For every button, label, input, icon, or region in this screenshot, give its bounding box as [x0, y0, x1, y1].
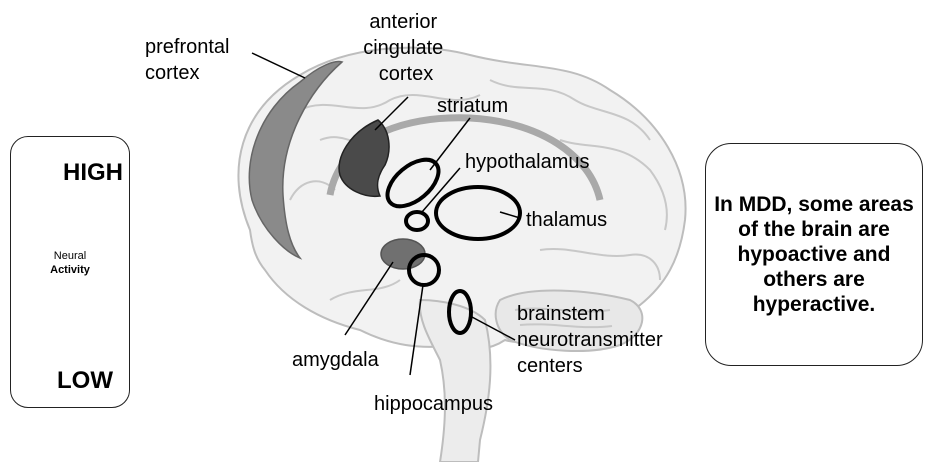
mdd-note-text: In MDD, some areas of the brain are hypo… — [706, 192, 922, 317]
legend-neural-activity: Neural Activity — [11, 249, 129, 277]
legend-neural-label: Neural — [11, 249, 129, 263]
legend-activity-label: Activity — [50, 264, 90, 276]
label-brainstem-neurotransmitter-centers: brainstem neurotransmitter centers — [517, 303, 668, 377]
mdd-note-box: In MDD, some areas of the brain are hypo… — [705, 143, 923, 366]
legend-low-label: LOW — [57, 367, 113, 395]
neural-activity-legend: HIGH Neural Activity LOW — [10, 136, 130, 408]
label-striatum: striatum — [437, 95, 508, 117]
label-prefrontal-cortex: prefrontal cortex — [145, 36, 235, 84]
label-amygdala: amygdala — [292, 349, 380, 371]
legend-high-label: HIGH — [63, 159, 123, 187]
label-thalamus: thalamus — [526, 209, 607, 231]
brainstem-shape — [420, 300, 491, 462]
label-hypothalamus: hypothalamus — [465, 151, 590, 173]
label-hippocampus: hippocampus — [374, 393, 493, 415]
